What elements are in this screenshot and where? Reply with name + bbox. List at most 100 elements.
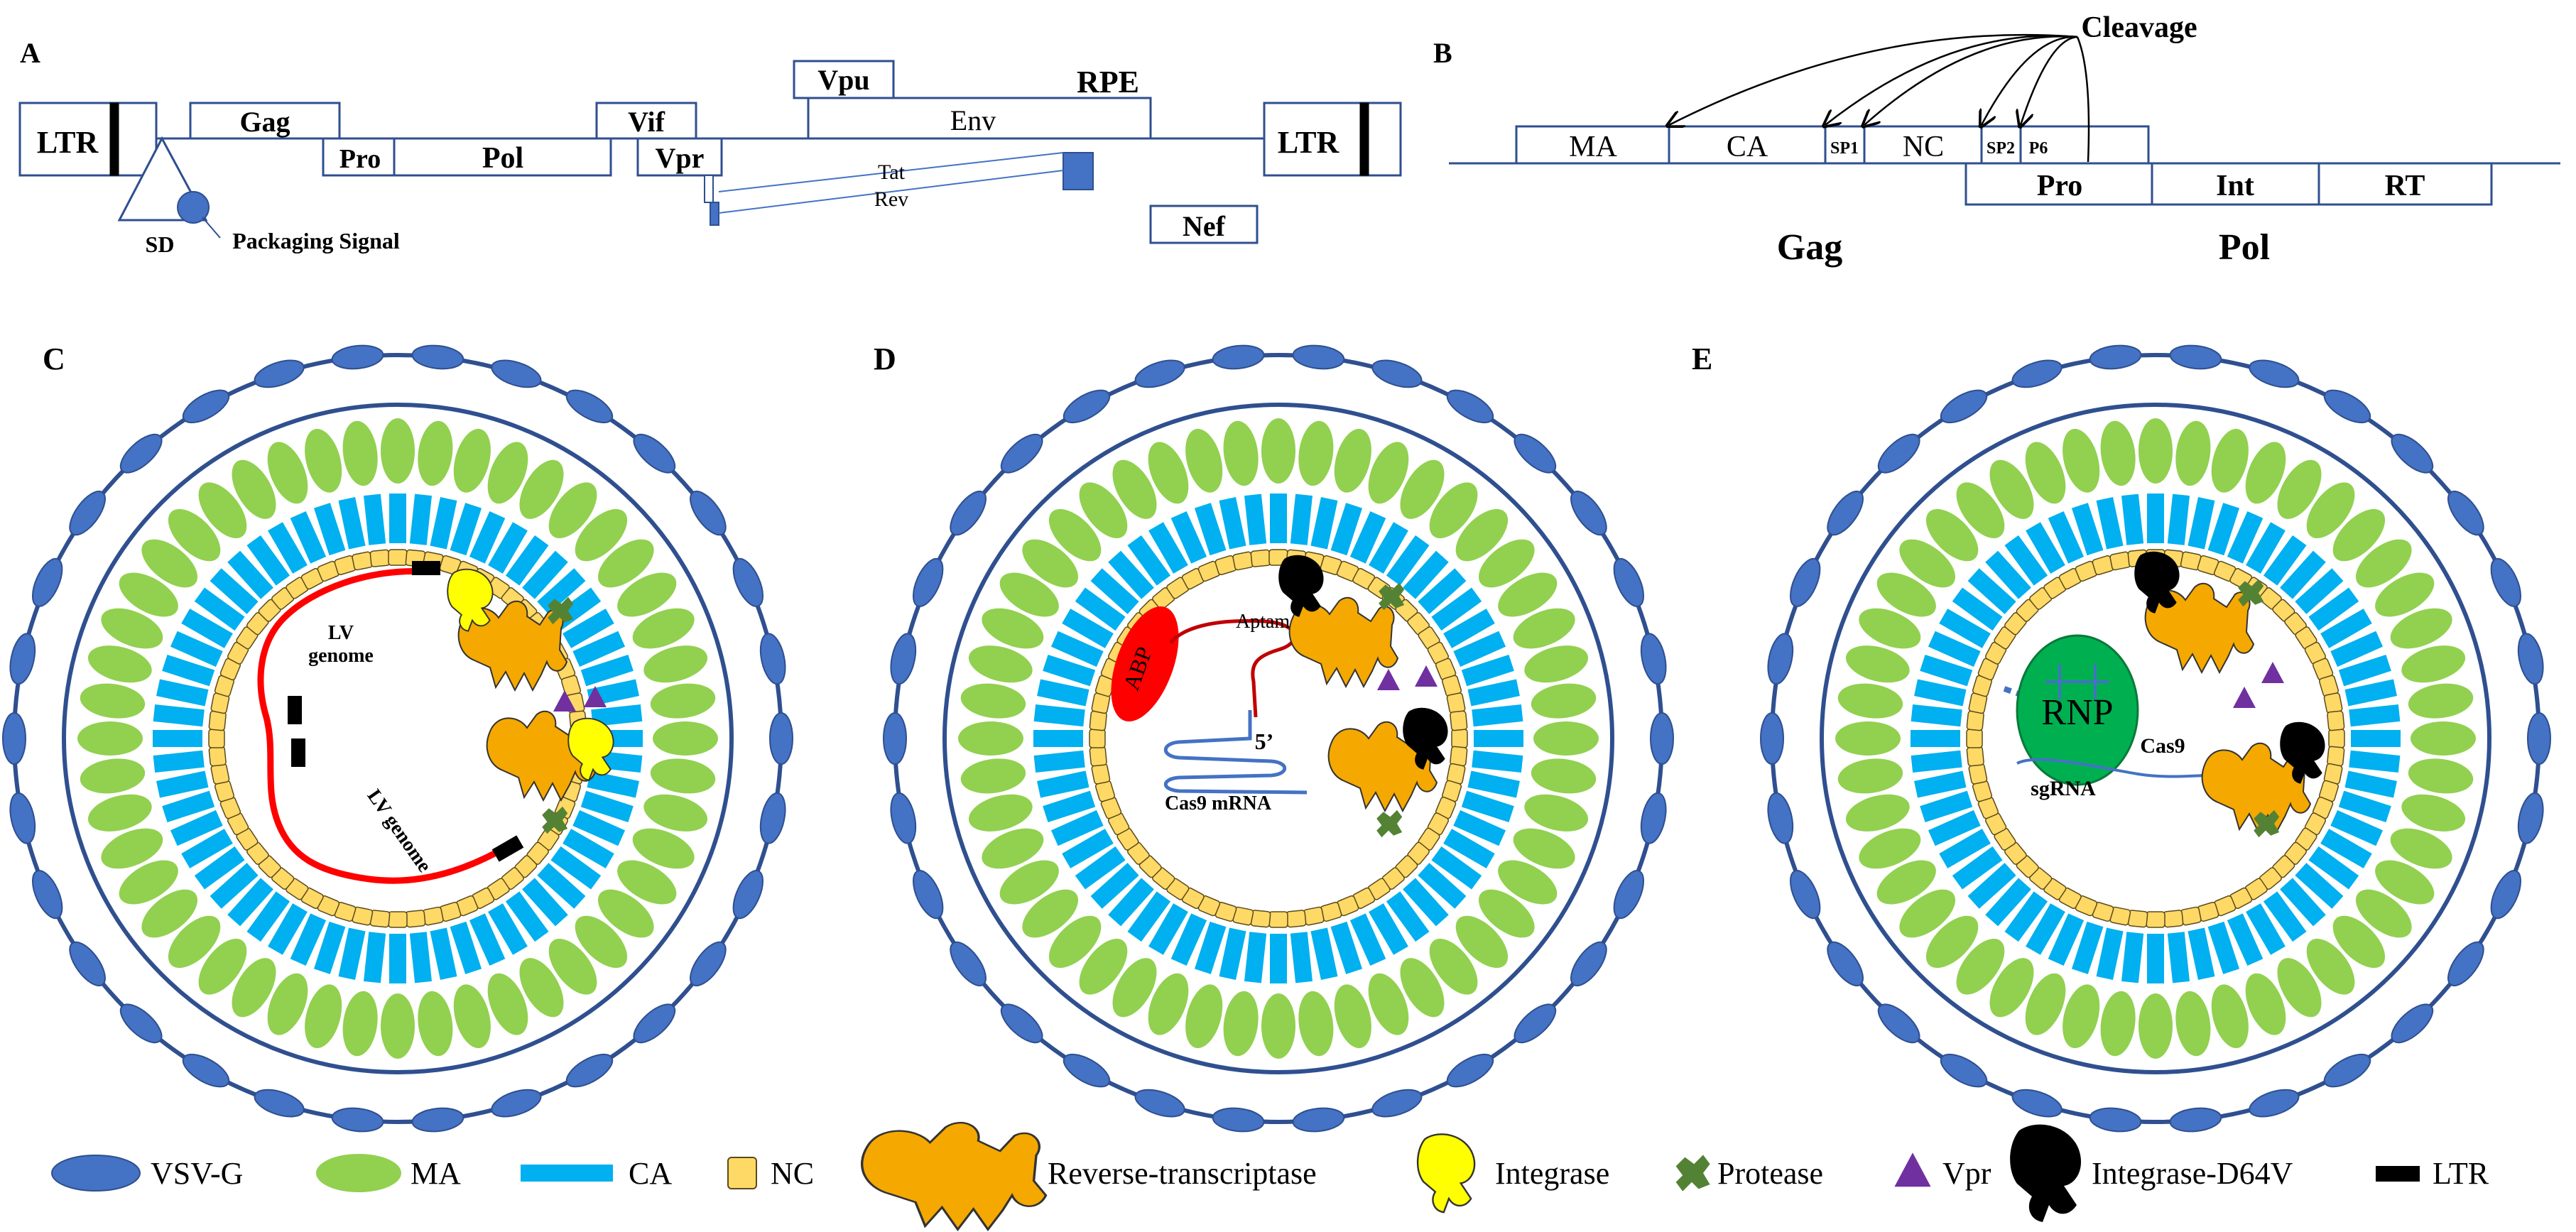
vpu-label: Vpu <box>817 64 869 96</box>
ca-unit <box>2121 494 2144 545</box>
ma-unit <box>2332 915 2386 969</box>
nc-unit <box>1089 746 1107 767</box>
vsvg-spike <box>1063 1053 1111 1088</box>
vsvg-spike <box>331 1107 384 1133</box>
ma-unit <box>342 991 378 1057</box>
ca-unit <box>1467 770 1520 798</box>
vsvg-spike <box>1767 792 1794 844</box>
panel-letter-b: B <box>1433 37 1452 69</box>
ca-unit <box>1170 913 1207 966</box>
ca-unit <box>290 913 327 966</box>
ma-unit <box>982 608 1044 649</box>
ma-unit <box>548 938 597 995</box>
ma-unit <box>453 428 491 493</box>
nc-unit <box>1966 746 1984 767</box>
panel-letter-c: C <box>43 342 65 376</box>
vsvg-spike <box>732 870 764 920</box>
ma-unit <box>1989 459 2034 519</box>
legend-integrase-d64v-swatch <box>2010 1124 2082 1222</box>
ma-unit <box>453 984 491 1049</box>
ma-unit <box>2211 984 2249 1049</box>
ma-unit <box>1022 539 1079 588</box>
rev-label: Rev <box>874 187 908 211</box>
legend-protease-label: Protease <box>1717 1156 1823 1191</box>
ma-unit <box>1079 482 1128 539</box>
ca-unit <box>2096 497 2124 550</box>
legend-rt-swatch <box>860 1121 1048 1231</box>
nc-unit <box>2327 710 2345 731</box>
ca-unit <box>409 494 432 545</box>
ca-unit <box>1062 829 1114 868</box>
ca-unit <box>1219 927 1246 980</box>
vsvg-spike <box>633 433 676 474</box>
ma-unit <box>1334 428 1371 493</box>
vsvg-spike <box>1940 1053 1988 1088</box>
ca-unit <box>1108 550 1154 599</box>
ca-unit <box>522 550 568 599</box>
ca-unit <box>1194 921 1227 974</box>
vsvg-spike <box>1767 633 1794 685</box>
ma-unit <box>632 608 695 649</box>
nc-unit <box>2163 910 2184 928</box>
legend-nc-label: NC <box>771 1156 814 1191</box>
ca-unit <box>409 932 432 983</box>
aptamer-strand <box>1169 618 1296 718</box>
ca-unit <box>170 631 223 667</box>
vpr <box>2233 687 2256 708</box>
ca-unit <box>246 891 290 942</box>
ca-unit <box>580 654 634 687</box>
ca-unit <box>1127 535 1171 586</box>
ca-unit <box>2048 511 2085 564</box>
ca-unit <box>2096 927 2124 980</box>
pol-label: Pol <box>482 142 523 175</box>
ma-unit <box>2138 993 2173 1059</box>
vsvg-spike <box>883 712 907 765</box>
legend-ca-swatch <box>521 1165 613 1182</box>
ca-unit <box>1330 503 1363 556</box>
ma-unit <box>653 721 718 756</box>
ca-unit <box>2330 809 2384 846</box>
vsvg-spike <box>1570 941 1607 987</box>
vsvg-spike <box>491 1089 542 1118</box>
nc-unit <box>369 910 391 928</box>
ca-unit <box>563 609 614 648</box>
ma-unit <box>1334 984 1371 1049</box>
ca-unit <box>430 497 457 550</box>
vsvg-spike <box>1212 344 1265 370</box>
ca-unit <box>1920 654 1973 687</box>
ca-unit <box>469 511 506 564</box>
legend-protease-swatch <box>1675 1155 1710 1192</box>
ca-unit <box>1033 704 1085 727</box>
ca-unit <box>2071 503 2104 556</box>
vif-box <box>595 102 697 140</box>
rev-splice-line <box>718 170 1064 214</box>
ca-unit <box>1967 568 2016 614</box>
vsvg-spike <box>1789 557 1821 607</box>
ca-unit <box>488 522 528 574</box>
ca-segment-label: CA <box>1727 131 1768 163</box>
ma-unit <box>1859 608 1921 649</box>
ma-unit <box>2390 828 2452 869</box>
ma-unit <box>548 482 597 539</box>
vsvg-spike <box>2517 792 2544 844</box>
ca-unit <box>591 704 643 727</box>
vsvg-spike <box>1613 557 1645 607</box>
vsvg-spike <box>2527 712 2551 765</box>
ma-unit <box>87 794 152 832</box>
ca-unit <box>1148 522 1188 574</box>
ca-unit <box>1443 829 1495 868</box>
vsvg-spike <box>1877 433 1920 474</box>
ma-unit <box>1223 420 1259 486</box>
nc-unit <box>1089 729 1106 748</box>
ma-unit <box>982 828 1044 869</box>
ca-unit <box>210 863 259 909</box>
ma-unit <box>1223 991 1259 1057</box>
ltr-block <box>412 561 440 575</box>
cleavage-arrow-2 <box>1864 36 2078 125</box>
vsvg-spike <box>1000 1003 1043 1044</box>
ca-unit <box>1290 494 1313 545</box>
ma-unit <box>1455 508 1509 562</box>
